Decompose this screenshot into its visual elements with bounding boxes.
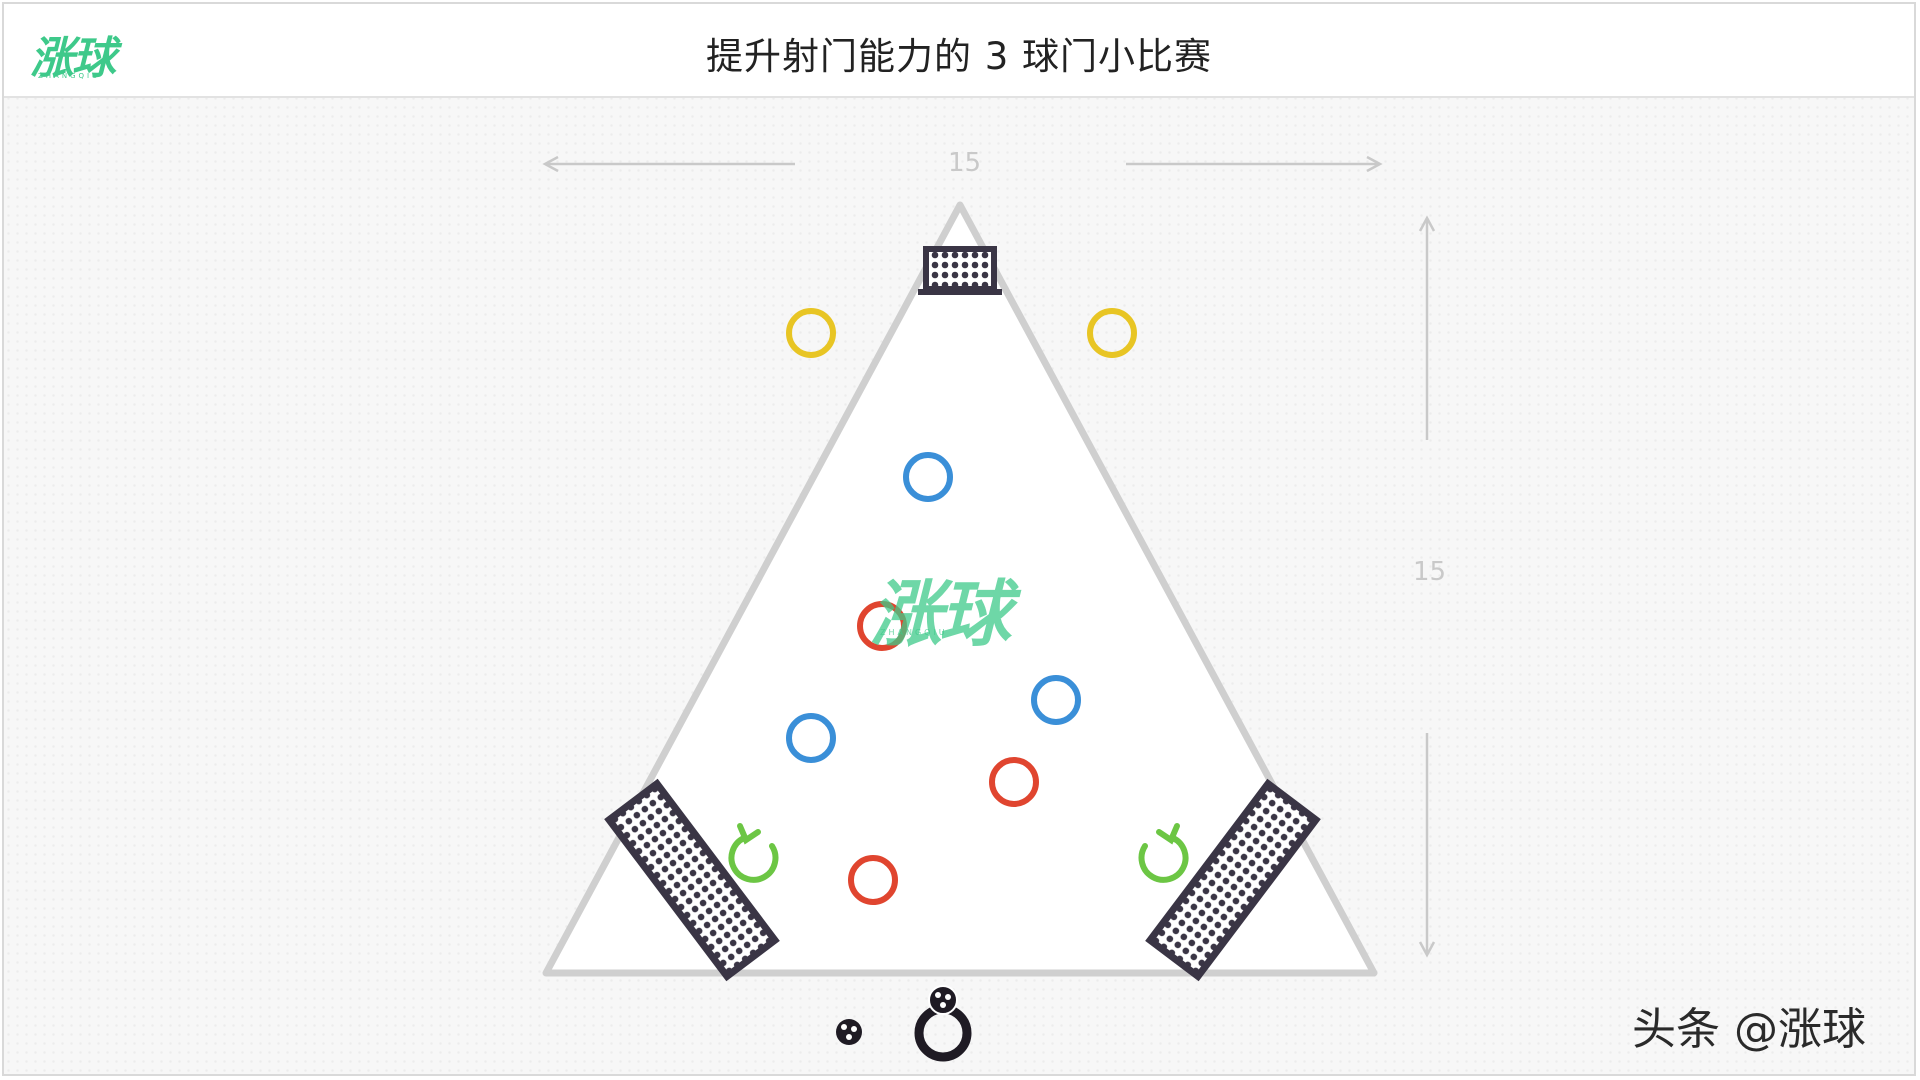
red-player-marker [848,855,898,905]
goal-icon [918,246,1002,295]
brand-logo: 涨球 [30,33,116,84]
goal-icon [1145,778,1321,982]
rotate-arrow-icon [1138,823,1189,883]
rotate-arrow-icon [728,823,779,883]
blue-player-marker [786,713,836,763]
page-title: 提升射门能力的 3 球门小比赛 [705,35,1213,78]
ball-icon [836,1019,862,1045]
credit-watermark: 头条 @涨球 [1632,1004,1866,1055]
yellow-player-marker [786,308,836,358]
height-dimension-arrows [1418,215,1436,958]
width-dimension-label: 15 [948,148,982,178]
watermark-sub: ZHANGQIU [880,628,948,637]
triangle-field [542,201,1378,977]
yellow-player-marker [1087,308,1137,358]
watermark-logo: 涨球 [870,572,1011,656]
goal-icon [604,778,780,982]
red-player-marker [989,757,1039,807]
blue-player-marker [903,452,953,502]
header-bar: 涨球 ZHANGQIU 提升射门能力的 3 球门小比赛 [4,4,1914,98]
height-dimension-label: 15 [1413,557,1447,587]
brand-logo-sub: ZHANGQIU [38,72,101,80]
width-dimension-arrows [542,155,1383,173]
red-player-marker [857,601,907,651]
blue-player-marker [1031,675,1081,725]
player-with-ball-icon [914,985,972,1062]
